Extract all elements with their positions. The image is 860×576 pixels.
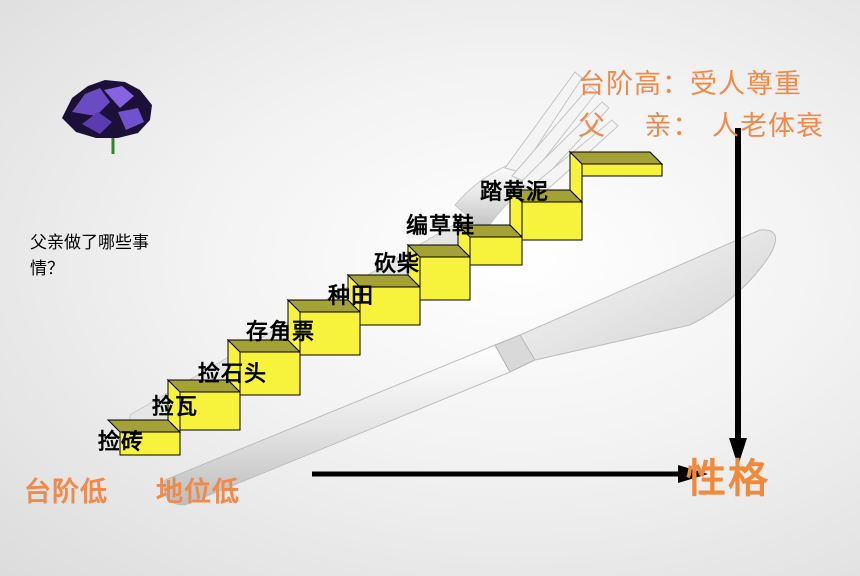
top-right-line2-label: 父 亲： — [578, 111, 701, 142]
down-arrow — [729, 128, 747, 466]
step-label-5: 种田 — [328, 284, 375, 309]
step-label-8: 踏黄泥 — [480, 180, 550, 205]
flower-icon — [62, 80, 152, 154]
staircase — [106, 150, 664, 456]
result-text: 性格 — [686, 456, 770, 502]
low-step-text: 台阶低 — [24, 477, 108, 508]
step-label-2: 捡瓦 — [152, 395, 199, 420]
top-right-line1: 台阶高：受人尊重 — [578, 69, 802, 100]
question-text: 父亲做了哪些事情？ — [30, 233, 149, 279]
step-label-7: 编草鞋 — [406, 214, 476, 239]
step-label-4: 存角票 — [246, 320, 316, 345]
step-label-1: 捡砖 — [98, 430, 145, 455]
step-label-6: 砍柴 — [374, 252, 421, 277]
top-right-line2-value: 人老体衰 — [712, 111, 824, 142]
knife-icon — [163, 229, 777, 506]
low-status-text: 地位低 — [156, 477, 240, 508]
step-label-3: 捡石头 — [198, 362, 268, 387]
right-arrow — [312, 465, 708, 483]
